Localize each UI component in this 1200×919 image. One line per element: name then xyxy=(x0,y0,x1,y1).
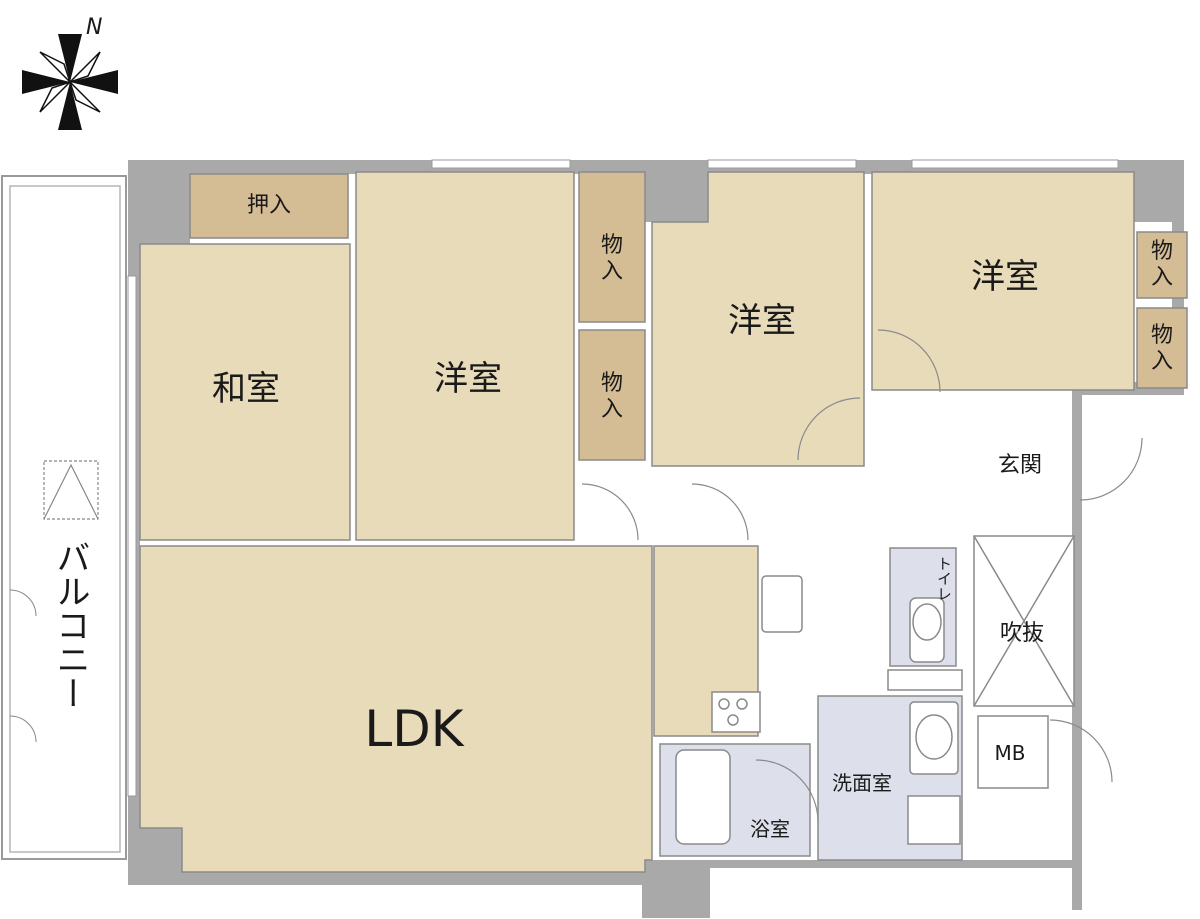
storage-label-closet-a-2: 入 xyxy=(601,259,623,284)
room-label-mb: MB xyxy=(995,741,1026,765)
room-label-balcony: バルコニー xyxy=(50,540,90,710)
room-label-yokushitsu: 浴室 xyxy=(750,817,790,841)
fixtures xyxy=(675,535,1075,845)
storage-fills xyxy=(189,171,1188,461)
storage-label-closet-b-1: 物 xyxy=(601,371,623,396)
storage-label-closet-d-2: 入 xyxy=(1151,349,1173,374)
compass-rose-icon xyxy=(22,34,118,130)
storage-label-closet-b-2: 入 xyxy=(601,397,623,422)
room-label-yoshitsu-center: 洋室 xyxy=(434,359,502,399)
room-label-yoshitsu-right: 洋室 xyxy=(971,257,1039,297)
compass-north-label: N xyxy=(86,15,102,40)
balcony-area xyxy=(1,175,127,860)
windows xyxy=(127,159,1119,797)
room-label-ldk: LDK xyxy=(364,700,464,758)
room-label-yoshitsu-mid: 洋室 xyxy=(728,301,796,341)
storage-label-closet-a-1: 物 xyxy=(601,233,623,258)
storage-label-closet-d-1: 物 xyxy=(1151,323,1173,348)
storage-label-closet-c-1: 物 xyxy=(1151,239,1173,264)
door-swings xyxy=(581,329,1143,823)
storage-label-oshiire: 押入 xyxy=(247,193,291,218)
room-label-fukinuke: 吹抜 xyxy=(1000,621,1044,646)
room-label-washitsu: 和室 xyxy=(212,369,280,409)
room-label-toilet: トイレ xyxy=(935,556,953,601)
room-label-senmenshitsu: 洗面室 xyxy=(832,771,892,795)
room-label-genkan: 玄関 xyxy=(998,453,1042,478)
storage-label-closet-c-2: 入 xyxy=(1151,265,1173,290)
room-fills xyxy=(139,171,1135,873)
